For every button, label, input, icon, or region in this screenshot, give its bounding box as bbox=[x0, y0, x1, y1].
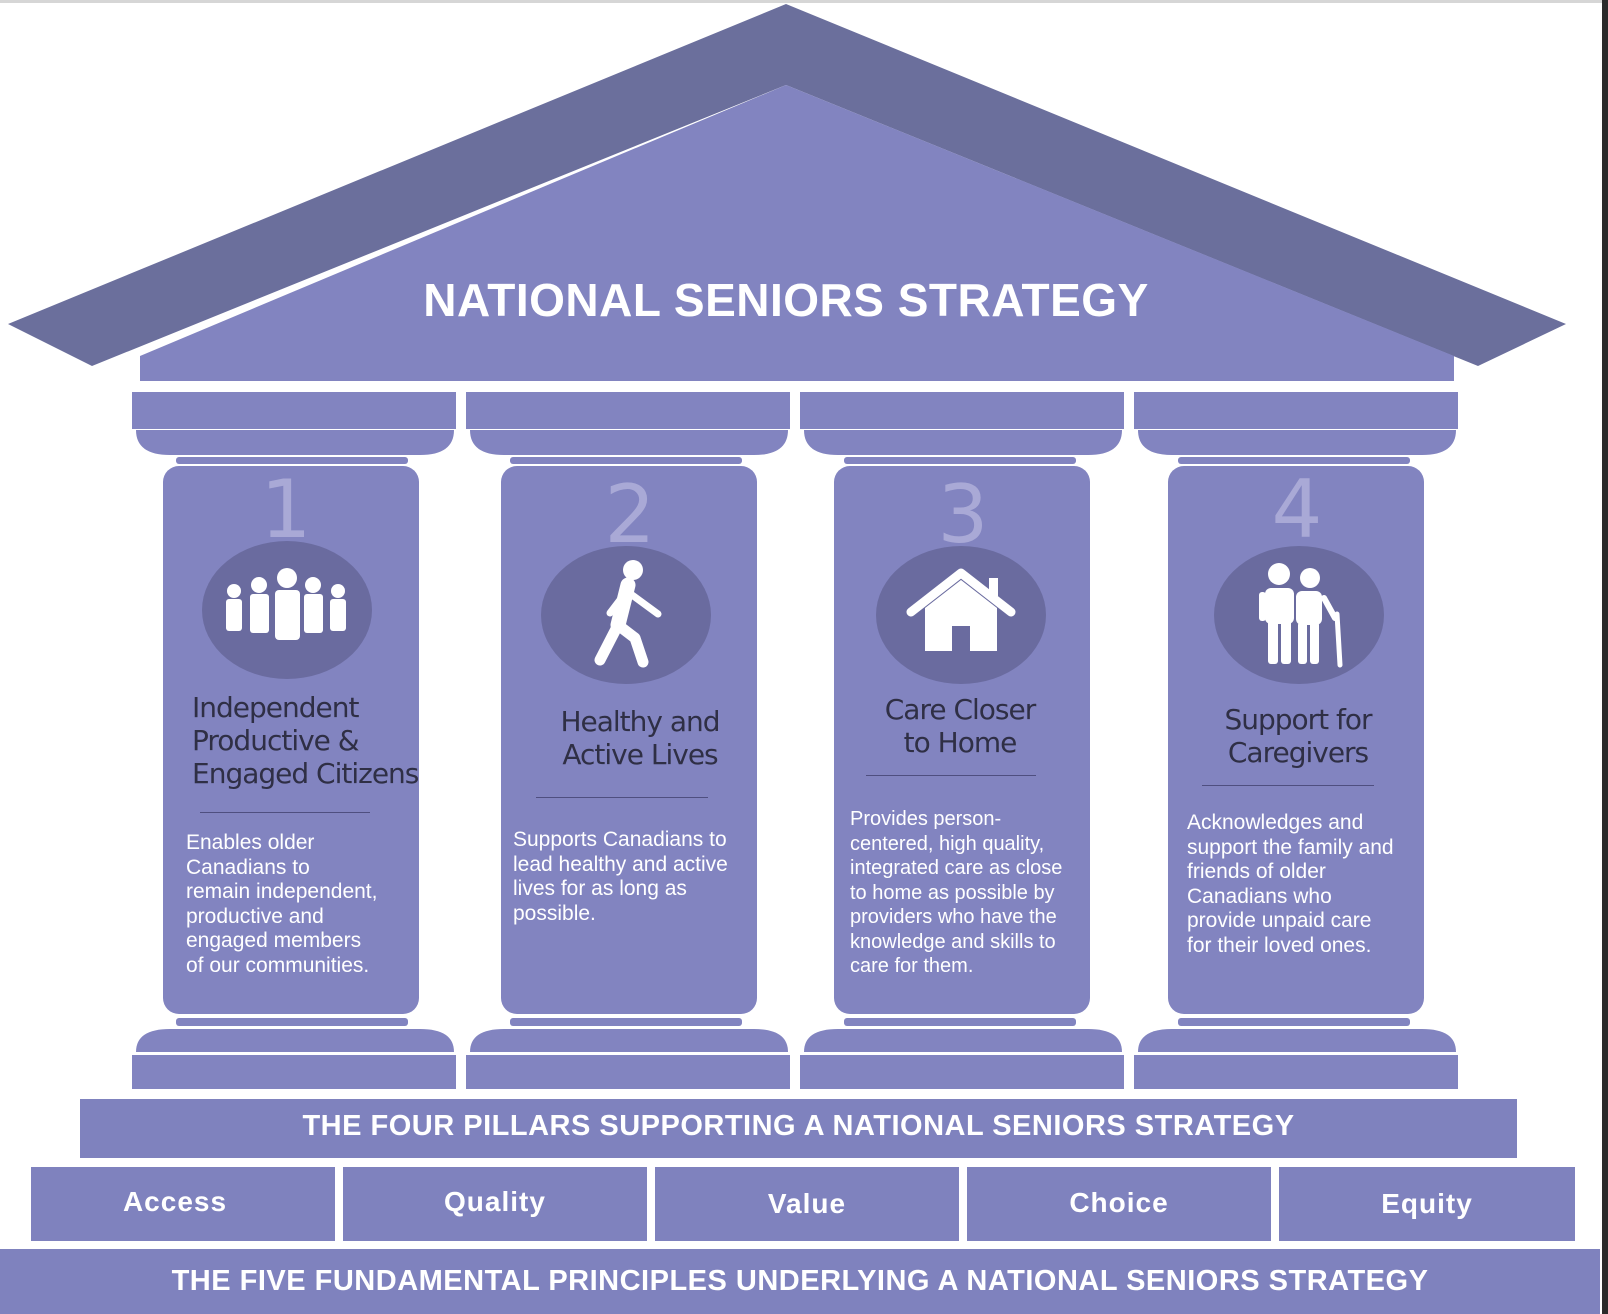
pillar-4-title-line: Caregivers bbox=[1227, 736, 1369, 769]
house-icon bbox=[906, 568, 1016, 651]
pillar-1-description: Enables older Canadians to remain indepe… bbox=[186, 831, 411, 978]
pillar-3-title-line: to Home bbox=[903, 726, 1018, 759]
principle-block-1 bbox=[31, 1167, 335, 1241]
pillar-4-number: 4 bbox=[1271, 463, 1323, 556]
principle-choice: Choice bbox=[1069, 1187, 1169, 1218]
pillar-1-title-line: Independent bbox=[192, 691, 359, 724]
pillar-2-description-line: lives for as long as bbox=[513, 877, 687, 900]
pillar-1-description-line: remain independent, bbox=[186, 880, 378, 903]
pillar-3-description-line: centered, high quality, bbox=[850, 832, 1045, 855]
pillar-4-title-line: Support for bbox=[1224, 703, 1372, 736]
pillar-3-title: Care Closer to Home bbox=[860, 693, 1060, 759]
principle-access: Access bbox=[122, 1186, 228, 1217]
pillar-3-title-line: Care Closer bbox=[884, 693, 1037, 726]
principle-value: Value bbox=[767, 1188, 847, 1219]
architrave bbox=[140, 371, 1454, 381]
strategy-title: NATIONAL SENIORS STRATEGY bbox=[423, 274, 1149, 326]
principle-block-4 bbox=[967, 1167, 1271, 1241]
pillar-3-divider bbox=[866, 775, 1036, 776]
pillar-2-description: Supports Canadians to lead healthy and a… bbox=[513, 828, 753, 926]
pillar-3-description-line: to home as possible by bbox=[850, 881, 1055, 904]
pillar-1-number: 1 bbox=[260, 463, 312, 556]
pillar-2-divider bbox=[536, 797, 708, 798]
pillar-2-description-line: possible. bbox=[513, 901, 596, 925]
pillar-2-title: Healthy and Active Lives bbox=[540, 705, 740, 771]
roof-outer bbox=[8, 4, 1566, 366]
pillar-4-description-line: for their loved ones. bbox=[1187, 933, 1372, 957]
pillar-2-title-line: Healthy and bbox=[560, 705, 720, 738]
principle-block-2 bbox=[343, 1167, 647, 1241]
pillar-1-title-line: Engaged Citizens bbox=[192, 757, 419, 790]
roof-inner bbox=[140, 85, 1454, 381]
pillar-4-divider bbox=[1202, 785, 1374, 786]
pillar-3-description-line: providers who have the bbox=[850, 906, 1057, 928]
pillars-band-shape bbox=[80, 1099, 1517, 1158]
pillar-4-description-line: Acknowledges and bbox=[1187, 811, 1364, 834]
pillar-4-description-line: support the family and bbox=[1187, 835, 1394, 859]
pillar-2-title-line: Active Lives bbox=[562, 738, 718, 771]
pillar-4-description-line: Canadians who bbox=[1187, 884, 1332, 908]
walking-person-icon bbox=[594, 560, 662, 668]
pillar-1-description-line: engaged members bbox=[186, 929, 362, 952]
pillar-4-description-line: friends of older bbox=[1187, 860, 1326, 883]
pillar-2-number: 2 bbox=[604, 468, 656, 561]
pillar-1-divider bbox=[200, 812, 370, 813]
pillar-4-title: Support for Caregivers bbox=[1198, 703, 1398, 769]
pillar-4-description-line: provide unpaid care bbox=[1187, 909, 1372, 932]
pillar-3-description-line: Provides person- bbox=[850, 808, 1002, 830]
pillar-1-description-line: productive and bbox=[186, 904, 324, 928]
pillar-3-description-line: care for them. bbox=[850, 955, 974, 977]
pillar-1-description-line: Canadians to bbox=[186, 855, 310, 879]
pillar-3-description-line: knowledge and skills to bbox=[850, 930, 1056, 953]
pillar-2-description-line: Supports Canadians to bbox=[513, 828, 727, 851]
pillar-3-description-line: integrated care as close bbox=[850, 857, 1063, 879]
pillar-3-number: 3 bbox=[937, 468, 989, 561]
pillar-3-description: Provides person- centered, high quality,… bbox=[850, 807, 1100, 979]
group-icon bbox=[226, 568, 346, 640]
pillar-1-title: Independent Productive & Engaged Citizen… bbox=[192, 691, 432, 790]
principle-equity: Equity bbox=[1381, 1188, 1473, 1219]
principle-block-3 bbox=[655, 1167, 959, 1241]
principles-band-label: THE FIVE FUNDAMENTAL PRINCIPLES UNDERLYI… bbox=[171, 1265, 1429, 1297]
pillar-1-description-line: Enables older bbox=[186, 831, 315, 854]
window-right-border bbox=[1602, 0, 1608, 1314]
principle-quality: Quality bbox=[444, 1186, 546, 1217]
pillar-1-title-line: Productive & bbox=[192, 724, 360, 757]
pillar-1-description-line: of our communities. bbox=[186, 953, 370, 977]
principle-block-5 bbox=[1279, 1167, 1575, 1241]
pillars-band-label: THE FOUR PILLARS SUPPORTING A NATIONAL S… bbox=[302, 1110, 1295, 1142]
pillar-4-description: Acknowledges and support the family and … bbox=[1187, 811, 1427, 958]
window-top-border bbox=[0, 0, 1608, 3]
principles-band-shape bbox=[0, 1249, 1600, 1314]
elderly-couple-icon bbox=[1259, 563, 1343, 668]
pillar-2-description-line: lead healthy and active bbox=[513, 852, 728, 876]
